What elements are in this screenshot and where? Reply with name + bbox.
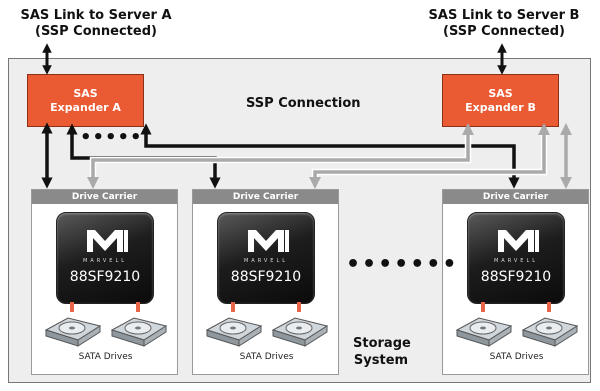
expander-a-line2: Expander A	[50, 100, 121, 114]
expander-a-line1: SAS	[73, 86, 98, 100]
marvell-chip: MARVELL 88SF9210	[467, 212, 565, 304]
server-b-link-line2: (SSP Connected)	[443, 24, 565, 39]
sata-drives-icon	[44, 302, 168, 347]
marvell-logo-icon	[248, 230, 289, 252]
server-b-link-label: SAS Link to Server B (SSP Connected)	[414, 8, 594, 40]
link-b-carrier2	[309, 123, 550, 189]
link-b-carrier2	[311, 129, 548, 183]
server-a-link-label: SAS Link to Server A (SSP Connected)	[6, 8, 186, 40]
sas-expander-a: SAS Expander A	[27, 74, 144, 127]
sata-drives-icon	[455, 302, 579, 347]
chip-brand: MARVELL	[82, 258, 128, 264]
ssp-connection-label: SSP Connection	[246, 96, 361, 111]
drive-carrier: Drive Carrier MARVELL 88SF9210	[31, 189, 178, 375]
drive-carrier-header: Drive Carrier	[443, 190, 588, 204]
server-a-link-line1: SAS Link to Server A	[20, 8, 172, 23]
expander-b-line2: Expander B	[465, 100, 536, 114]
sata-drives-label: SATA Drives	[489, 352, 544, 362]
chip-brand: MARVELL	[243, 258, 289, 264]
storage-system-line2: System	[353, 353, 409, 368]
chip-brand: MARVELL	[493, 258, 539, 264]
sata-drives-icon	[205, 302, 329, 347]
chip-model: 88SF9210	[480, 269, 552, 285]
drive-carrier-header: Drive Carrier	[193, 190, 338, 204]
storage-system-label: Storage System	[353, 335, 411, 369]
marvell-chip: MARVELL 88SF9210	[56, 212, 154, 304]
chip-model: 88SF9210	[69, 269, 141, 285]
drive-carrier-header: Drive Carrier	[32, 190, 177, 204]
server-b-link-line1: SAS Link to Server B	[428, 8, 580, 23]
chip-model: 88SF9210	[230, 269, 302, 285]
drive-carrier: Drive Carrier MARVELL 88SF9210	[442, 189, 589, 375]
expander-ellipsis: •••••	[80, 127, 143, 148]
more-carriers-ellipsis: •••••••	[346, 252, 459, 277]
expander-b-line1: SAS	[488, 86, 513, 100]
drive-carrier: Drive Carrier MARVELL 88SF9210	[192, 189, 339, 375]
server-a-link-line2: (SSP Connected)	[35, 24, 157, 39]
storage-system-line1: Storage	[353, 336, 411, 351]
sata-drives-label: SATA Drives	[239, 352, 294, 362]
marvell-chip: MARVELL 88SF9210	[217, 212, 315, 304]
marvell-logo-icon	[87, 230, 128, 252]
sata-drives-label: SATA Drives	[78, 352, 133, 362]
marvell-logo-icon	[498, 230, 539, 252]
